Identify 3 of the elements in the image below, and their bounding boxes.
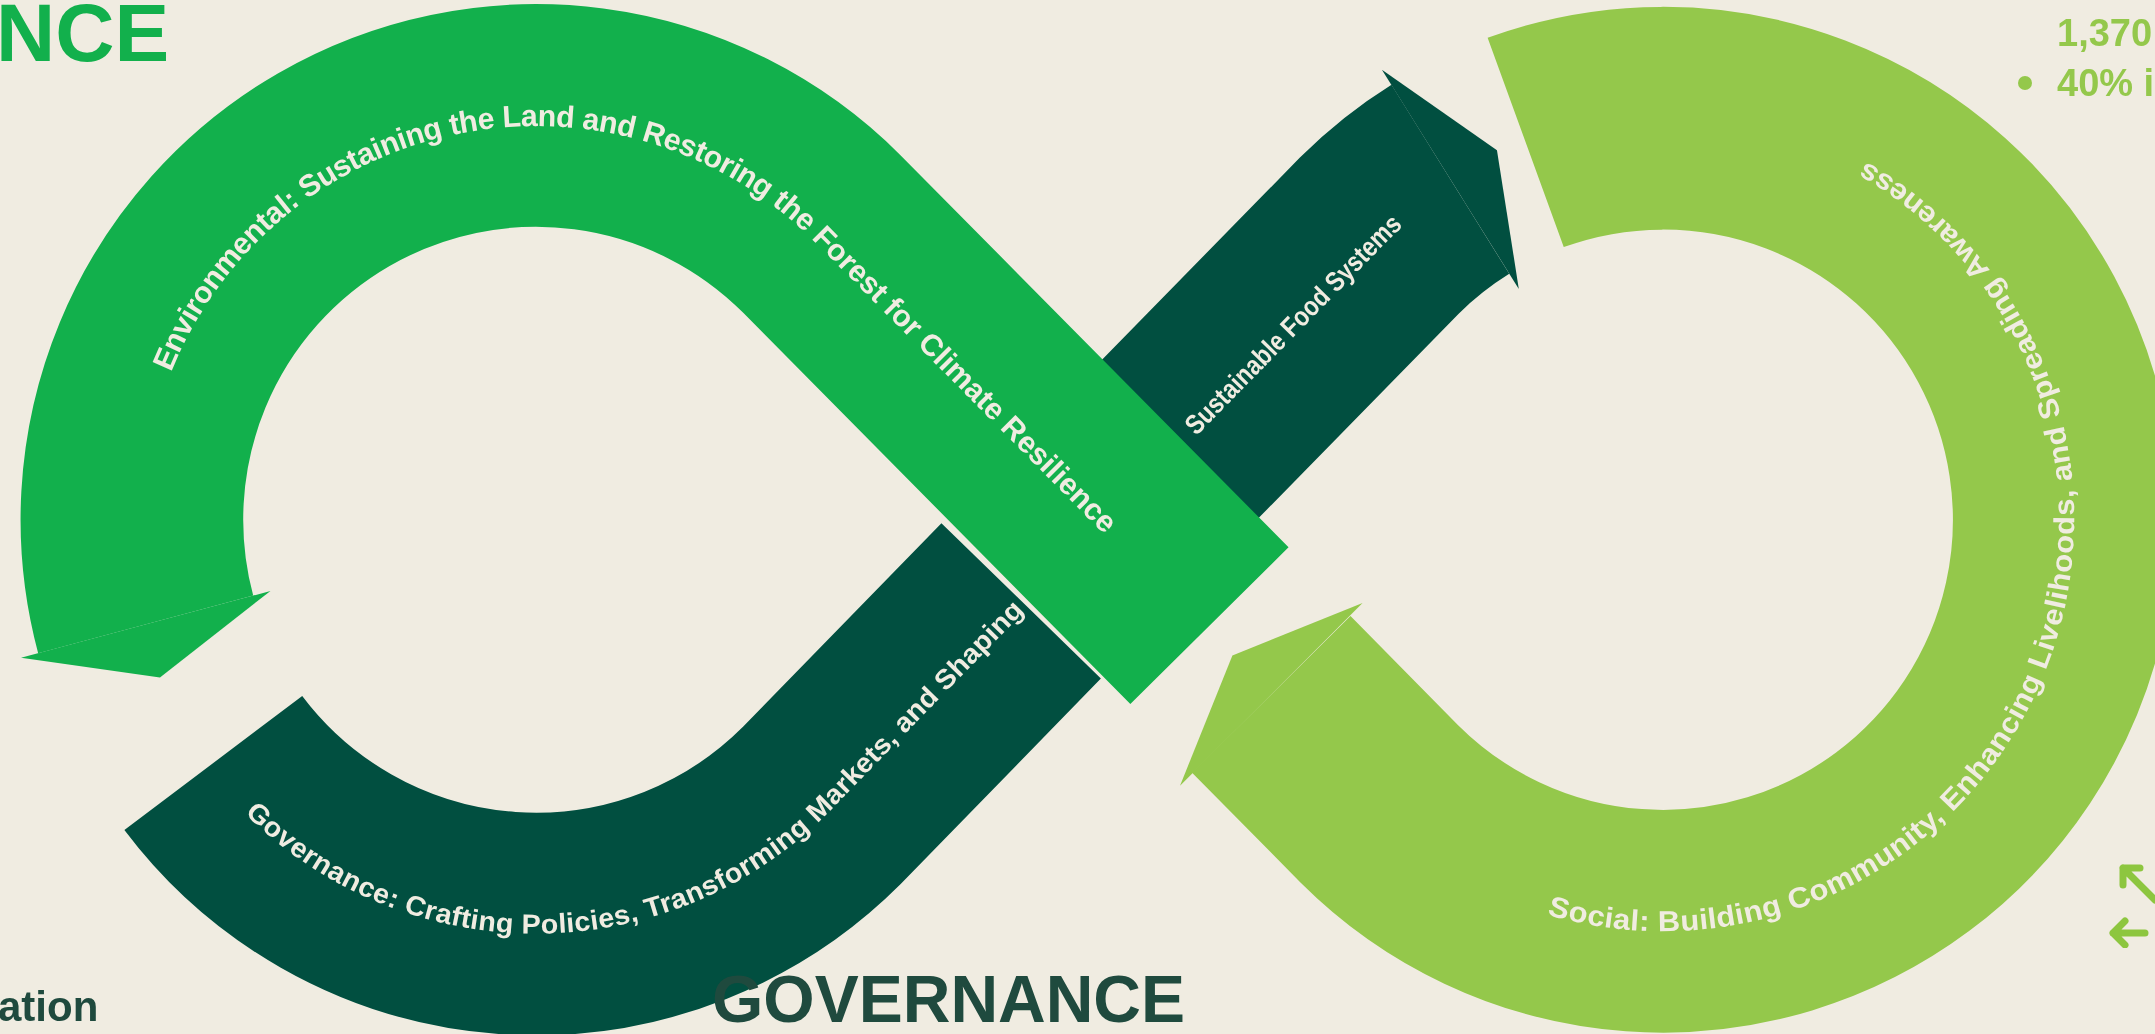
stat-text: 1,370 — [2057, 14, 2153, 52]
stat-text: 40% i — [2057, 64, 2155, 102]
heading-text: NCE — [0, 0, 170, 74]
